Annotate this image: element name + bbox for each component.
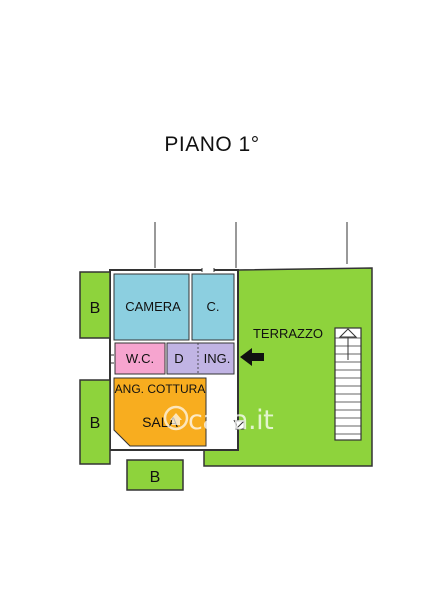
label-balcony-middle: B [90, 415, 101, 432]
rooms [113, 273, 235, 447]
label-wc: W.C. [126, 351, 154, 366]
watermark-logo-icon [163, 405, 189, 431]
room-closet [191, 273, 235, 341]
label-disimpegno: D [174, 351, 183, 366]
label-balcony-bottom: B [150, 469, 161, 486]
balcony-middle [79, 379, 111, 465]
room-camera [113, 273, 190, 341]
watermark-text: casa.it [188, 405, 274, 436]
balcony-bottom [126, 459, 184, 491]
label-angolo-cottura: ANG. COTTURA [115, 382, 206, 396]
balcony-top [79, 271, 111, 339]
staircase [334, 327, 362, 441]
room-wc [114, 342, 166, 375]
floor-title: PIANO 1° [164, 133, 260, 156]
outer-walls [154, 222, 348, 268]
label-camera: CAMERA [125, 299, 181, 314]
label-terrazzo: TERRAZZO [253, 326, 323, 341]
entrance-arrow-icon [240, 348, 264, 366]
label-ingresso: ING. [204, 351, 231, 366]
room-disimpegno-ingresso [166, 342, 235, 375]
label-balcony-top: B [90, 300, 101, 317]
balconies [79, 271, 184, 491]
door-marks [110, 354, 245, 431]
room-sala [113, 377, 207, 447]
label-closet: C. [207, 299, 220, 314]
